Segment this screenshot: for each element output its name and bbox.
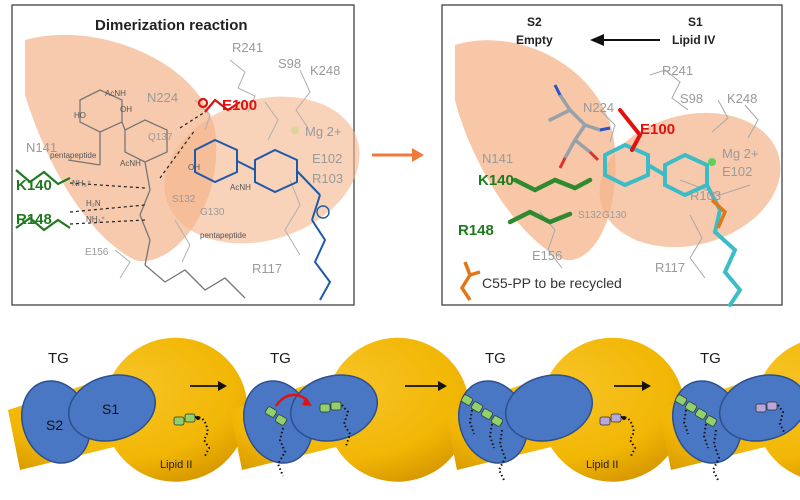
residue-label: E102 (312, 151, 342, 166)
mg-ion-icon (291, 126, 299, 134)
phosphate-charge-icon (316, 205, 330, 219)
residue-label: R117 (655, 260, 685, 275)
s2-product-sticks (548, 93, 602, 160)
residue-r148-label: R148 (16, 211, 52, 228)
recycle-note: C55-PP to be recycled (482, 275, 622, 291)
lipid-ii-substrate-2: Lipid II (586, 413, 637, 471)
acceptor-substrate-drawing (194, 138, 332, 301)
step-arrow (614, 381, 651, 391)
residue-label: R103 (312, 171, 343, 186)
chem-label: pentapeptide (200, 231, 247, 240)
s1-state: Lipid IV (672, 33, 715, 47)
tg-label: TG (700, 350, 721, 367)
tg-stage-4: TG (659, 342, 800, 481)
chem-label: OH (120, 105, 132, 114)
lipid-ii-label: Lipid II (160, 459, 192, 471)
donor-substrate-drawing (67, 89, 246, 299)
oxygen-sticks (558, 150, 600, 169)
residue-label: E156 (85, 247, 109, 258)
lipid-ii-label: Lipid II (586, 459, 618, 471)
residue-label: K248 (310, 63, 340, 78)
residue-r148-label: R148 (458, 222, 494, 239)
tg-stage-2: TG (230, 337, 470, 482)
mg-ion-icon (708, 158, 716, 166)
lipid-ii-substrate-1: Lipid II (160, 413, 211, 471)
chem-label: AcNH (105, 89, 126, 98)
s1-highlight (164, 96, 360, 244)
residue-label: Q137 (148, 132, 173, 143)
chem-label: NH₃⁺ (86, 215, 105, 224)
residue-label: R241 (662, 63, 693, 78)
product-panel: S2 Empty S1 Lipid IV R241 N224 S98 K248 … (441, 4, 783, 307)
nitrogen-sticks (553, 84, 611, 132)
residue-label: R117 (252, 261, 282, 276)
chem-label: AcNH (230, 183, 251, 192)
residue-label: S132 (578, 210, 602, 221)
dimerization-panel: AcNH OH HO pentapeptide AcNH NH₃⁺ H₂N NH… (11, 4, 360, 306)
residue-label: S132 (172, 194, 196, 205)
chem-label: AcNH (120, 159, 141, 168)
residue-label: G130 (200, 207, 225, 218)
green-sidechains (507, 177, 593, 225)
c55-pp-sticks (459, 261, 481, 301)
residue-label: K248 (727, 91, 757, 106)
tg-label: TG (48, 350, 69, 367)
chem-label: OH (188, 163, 200, 172)
residue-label: N141 (26, 140, 57, 155)
panel-title: Dimerization reaction (95, 17, 248, 34)
s1-label: S1 (102, 401, 119, 417)
residue-label: R241 (232, 40, 263, 55)
residue-label: Mg 2+ (722, 146, 759, 161)
site-s1 (67, 374, 157, 442)
s2-state: Empty (516, 33, 553, 47)
residue-label: E102 (722, 164, 752, 179)
residue-label: N224 (583, 100, 614, 115)
residue-label: S98 (680, 91, 703, 106)
chem-label: pentapeptide (50, 151, 97, 160)
step-arrow (190, 381, 227, 391)
step-arrow (405, 381, 447, 391)
tg-stage-1: TG S2 S1 (8, 337, 248, 482)
tg-label: TG (485, 350, 506, 367)
e100-sidechain (618, 108, 643, 152)
chem-label: HO (74, 111, 86, 120)
chem-label: H₂N (86, 199, 101, 208)
s1-product-sticks (603, 142, 743, 307)
residue-e100-label: E100 (222, 97, 257, 114)
s1-heading: S1 (688, 15, 703, 29)
e100-sidechain (197, 97, 241, 113)
s2-heading: S2 (527, 15, 542, 29)
phosphate-sticks (710, 198, 728, 229)
s2-highlight (455, 40, 616, 261)
background-wires (114, 59, 311, 279)
green-sidechains (15, 169, 71, 232)
residue-label: S98 (278, 56, 301, 71)
site-s1 (504, 374, 594, 442)
tg-stage-3: TG (445, 337, 685, 482)
hydrogen-bonds (69, 111, 206, 225)
residue-e100-label: E100 (640, 121, 675, 138)
residue-label: E156 (532, 248, 562, 263)
s2-label: S2 (46, 417, 63, 433)
residue-label: R103 (690, 188, 721, 203)
chem-label: NH₃⁺ (72, 179, 91, 188)
tg-label: TG (270, 350, 291, 367)
residue-label: N141 (482, 151, 513, 166)
residue-k140-label: K140 (478, 172, 514, 189)
panel-transition-arrow (372, 148, 424, 162)
residue-label: G130 (602, 210, 627, 221)
residue-label: N224 (147, 90, 178, 105)
residue-label: Mg 2+ (305, 124, 342, 139)
product-translocation-arrow (590, 34, 660, 46)
s1-highlight (599, 112, 781, 248)
residue-k140-label: K140 (16, 177, 52, 194)
